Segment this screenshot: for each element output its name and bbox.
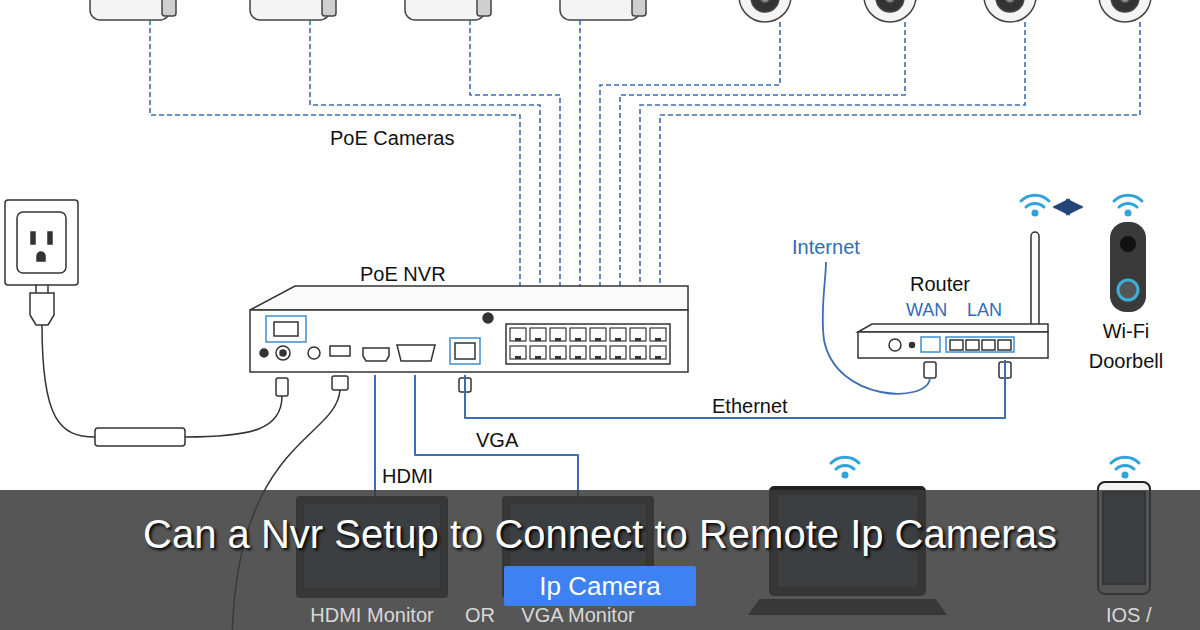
connector-label: Ethernet [712,394,788,418]
router: RouterWAN LAN [855,190,1052,360]
wireless-link [1054,206,1082,209]
poe-cables [150,20,1140,326]
wire-label: Internet [792,235,860,259]
wall-outlet [5,200,78,285]
cable-connector [415,375,578,497]
connector-label: VGA [476,428,518,452]
device-label: IOS / [1106,603,1152,627]
wifi-doorbell: Wi-Fi Doorbell [1084,190,1168,385]
node-label: LAN [967,300,1002,322]
dark-band [0,490,1200,630]
node-label: Router [910,272,970,296]
node-label: HDMI Monitor [297,603,447,627]
dome-cameras [739,0,1151,22]
router [858,232,1048,378]
node-label: Wi-Fi Doorbell [1084,316,1168,376]
nvr-box [250,286,688,392]
cable-connector [465,360,1005,418]
note-label: OR [465,603,495,627]
bullet-cameras [90,0,646,20]
page-title: Can a Nvr Setup to Connect to Remote Ip … [0,510,1200,558]
group-label: PoE Cameras [330,126,455,150]
node-label: PoE NVR [360,262,446,286]
wifi-symbols [831,195,1142,477]
doorbell [1110,222,1146,312]
node-label: VGA Monitor [503,603,653,627]
connector-label: HDMI [382,464,433,488]
category-tag-text: Ip Camera [504,568,696,604]
category-tag [504,566,696,606]
poe-nvr: PoE NVR [250,258,688,375]
node-label: WAN [906,300,947,322]
cable-connector [374,375,376,497]
